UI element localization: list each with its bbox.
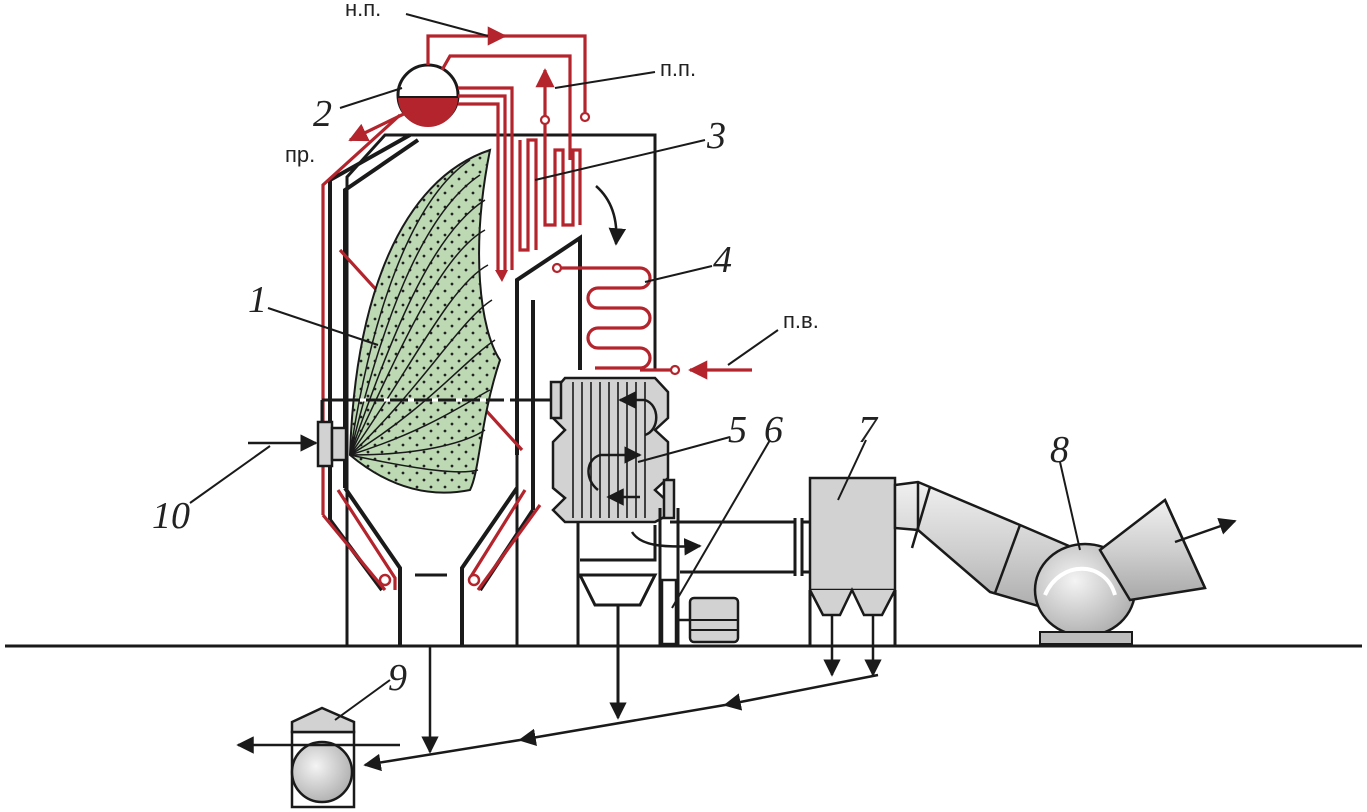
label-7: 7 [858, 409, 879, 451]
label-1: 1 [248, 279, 267, 321]
label-6: 6 [764, 409, 783, 451]
label-pv: п.в. [783, 308, 819, 333]
ash-hopper [577, 525, 658, 705]
drum [396, 63, 460, 127]
air-heater [549, 376, 676, 524]
flue-gas-arrow [595, 185, 627, 246]
precipitator [808, 476, 897, 677]
flame [348, 148, 502, 494]
label-3: 3 [706, 115, 726, 157]
economizer [551, 262, 752, 380]
label-10: 10 [152, 495, 190, 537]
label-8: 8 [1050, 429, 1069, 471]
exhaust-fan [893, 480, 1237, 645]
label-2: 2 [313, 93, 332, 135]
label-pp: п.п. [660, 56, 696, 81]
gas-duct [630, 518, 810, 576]
slag-remover [236, 646, 879, 809]
label-9: 9 [388, 657, 407, 699]
leader-lines [189, 13, 1081, 721]
label-4: 4 [713, 239, 732, 281]
burner [316, 398, 555, 468]
blower-fan [658, 508, 740, 646]
label-5: 5 [728, 409, 747, 451]
label-pr: пр. [285, 142, 315, 167]
steam-piping [348, 26, 591, 282]
label-np: н.п. [345, 0, 381, 21]
